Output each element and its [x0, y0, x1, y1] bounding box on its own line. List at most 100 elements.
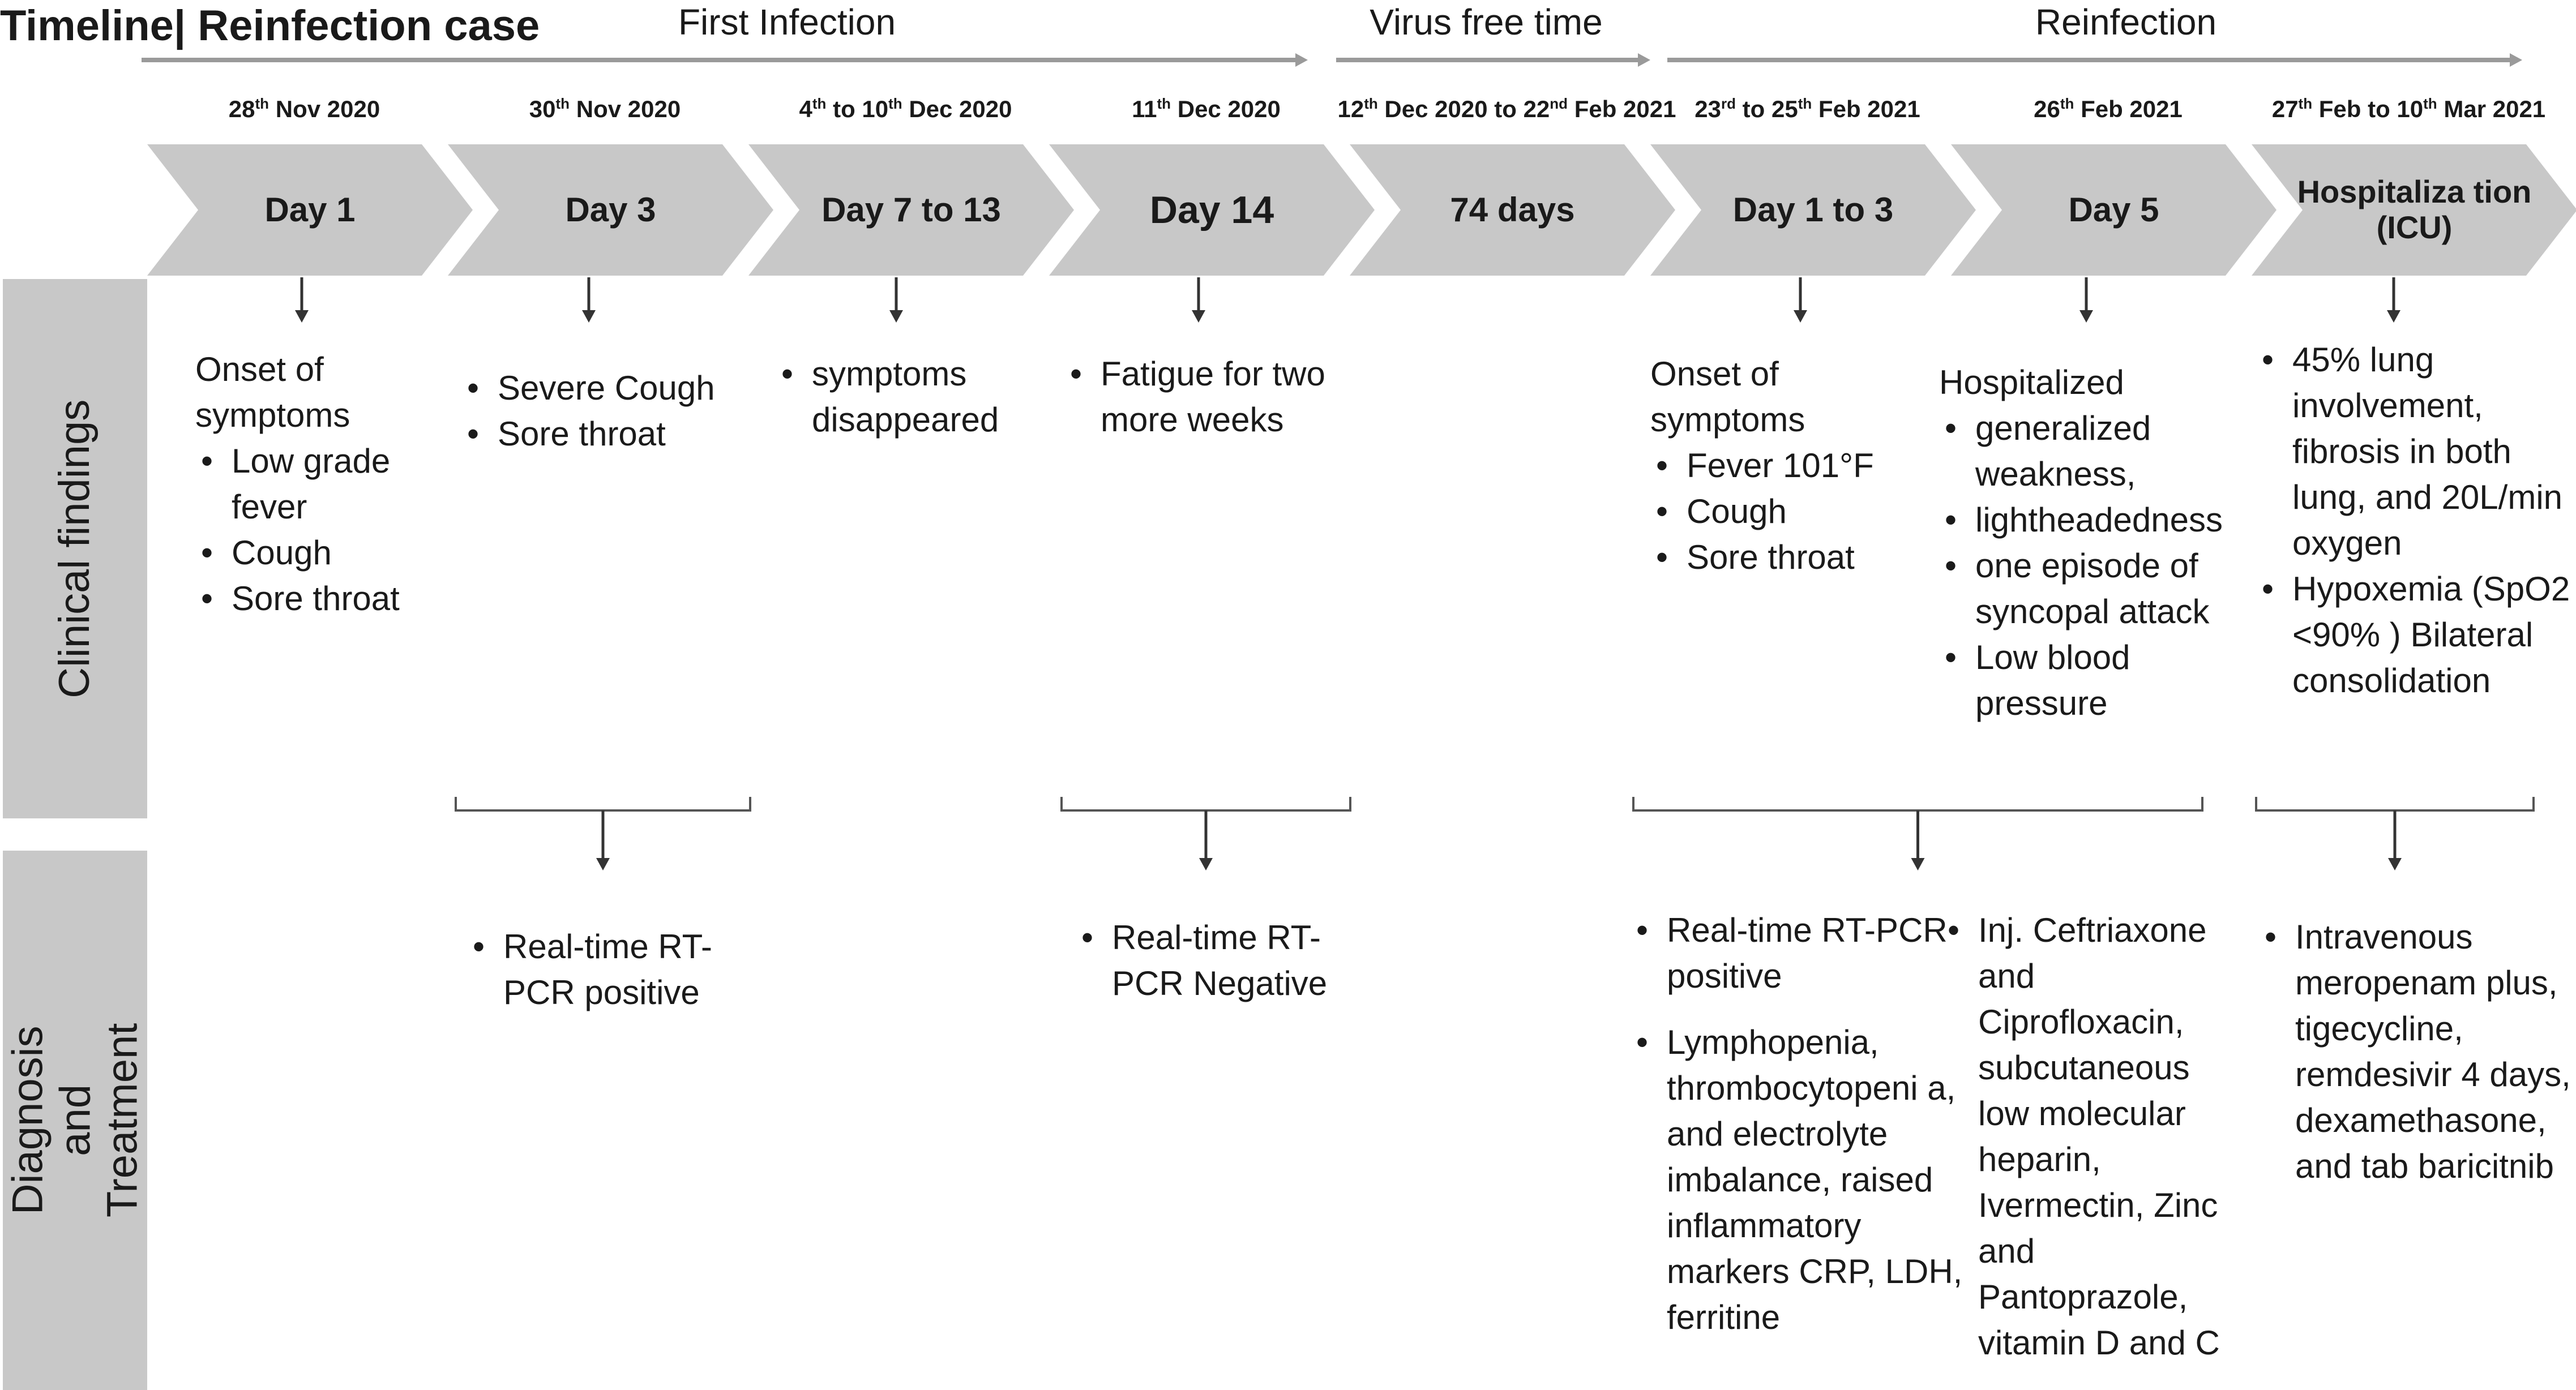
- bracket-2-arrow-head: [1199, 858, 1213, 870]
- date-text: Dec 2020: [902, 96, 1012, 122]
- bullet-item: lightheadedness: [1939, 497, 2245, 543]
- timeline-date-6: 23rd to 25th Feb 2021: [1694, 95, 1920, 123]
- date-text: Dec 2020 to 22: [1377, 96, 1550, 122]
- clinical-cell-1: Onset of symptomsLow grade feverCoughSor…: [195, 346, 433, 621]
- bullet-item: Low blood pressure: [1939, 634, 2245, 726]
- timeline-date-5: 12th Dec 2020 to 22nd Feb 2021: [1338, 95, 1676, 123]
- bullet-item: Low grade fever: [195, 438, 433, 530]
- date-text: Feb 2021: [1568, 96, 1676, 122]
- chevron-5: [1350, 144, 1675, 276]
- phase-arrow-first-head: [1295, 53, 1308, 67]
- date-text: 11: [1132, 96, 1157, 122]
- bracket-4: [2255, 797, 2535, 812]
- cell-intro: Hospitalized: [1939, 363, 2124, 401]
- date-ordinal-suffix: th: [2060, 95, 2074, 112]
- chevron-label-3: Day 7 to 13: [821, 191, 1001, 229]
- bullet-list: Real-time RT-PCR Negative: [1076, 915, 1370, 1006]
- chevron-label-4: Day 14: [1149, 188, 1274, 231]
- bullet-item: 45% lung involvement, fibrosis in both l…: [2256, 337, 2573, 566]
- chevron-label-7: Day 5: [2068, 191, 2159, 229]
- date-text: Feb to 10: [2312, 96, 2424, 122]
- date-ordinal-suffix: nd: [1550, 95, 1568, 112]
- date-text: Feb 2021: [1812, 96, 1920, 122]
- clinical-arrow-6-head: [2079, 310, 2093, 323]
- timeline-date-1: 28th Nov 2020: [229, 95, 380, 123]
- bullet-item: Sore throat: [195, 576, 433, 621]
- date-text: 12: [1337, 96, 1364, 122]
- phase-arrows: [142, 53, 2522, 67]
- bullet-item: Fever 101°F: [1650, 443, 1922, 488]
- date-text: to 10: [826, 96, 889, 122]
- clinical-cell-7: Hospitalized generalized weakness,lighthe…: [1939, 359, 2245, 726]
- chevron-1: [147, 144, 473, 276]
- timeline-date-2: 30th Nov 2020: [529, 95, 681, 123]
- clinical-findings-label: Clinical findings: [50, 399, 99, 698]
- date-ordinal-suffix: th: [555, 95, 570, 112]
- bracket-1-arrow-head: [596, 858, 610, 870]
- date-ordinal-suffix: th: [1364, 95, 1378, 112]
- clinical-arrow-2-head: [582, 310, 596, 323]
- date-text: 30: [529, 96, 556, 122]
- date-text: Nov 2020: [269, 96, 380, 122]
- bullet-item: Hypoxemia (SpO2 <90% ) Bilateral consoli…: [2256, 566, 2573, 703]
- timeline-date-8: 27th Feb to 10th Mar 2021: [2272, 95, 2545, 123]
- clinical-arrow-5-head: [1794, 310, 1807, 323]
- bullet-list: 45% lung involvement, fibrosis in both l…: [2256, 337, 2573, 703]
- date-ordinal-suffix: rd: [1721, 95, 1736, 112]
- bullet-list: Fever 101°FCoughSore throat: [1650, 443, 1922, 580]
- chevron-label-5: 74 days: [1450, 191, 1575, 229]
- bullet-item: symptoms disappeared: [776, 351, 1059, 443]
- bracket-2: [1060, 797, 1351, 812]
- diagnosis-cell-1: Real-time RT-PCR positive: [467, 924, 761, 1015]
- phase-arrow-reinfection-head: [2510, 53, 2522, 67]
- date-ordinal-suffix: th: [1798, 95, 1812, 112]
- diagnosis-treatment-label: Diagnosis and Treatment: [3, 1023, 147, 1218]
- clinical-findings-band: [3, 279, 147, 818]
- date-text: 4: [799, 96, 812, 122]
- date-text: 23: [1694, 96, 1722, 122]
- bullet-list: Fatigue for two more weeks: [1064, 351, 1347, 443]
- date-text: 26: [2034, 96, 2060, 122]
- bullet-list: Intravenous meropenam plus, tigecycline,…: [2259, 914, 2576, 1189]
- date-text: Dec 2020: [1171, 96, 1281, 122]
- chevron-6: [1650, 144, 1976, 276]
- chevron-label-1: Day 1: [264, 191, 356, 229]
- diagram-title: Timeline| Reinfection case: [0, 2, 540, 50]
- bracket-3: [1632, 797, 2203, 812]
- clinical-findings-label-wrap: Clinical findings: [3, 279, 147, 818]
- connector-arrows: [295, 277, 2535, 870]
- date-text: Nov 2020: [570, 96, 681, 122]
- date-ordinal-suffix: th: [2423, 95, 2437, 112]
- bracket-4-arrow-head: [2388, 858, 2402, 870]
- chevron-3: [748, 144, 1074, 276]
- bullet-list: Severe CoughSore throat: [461, 365, 744, 457]
- cell-intro: Onset of symptoms: [1650, 355, 1805, 439]
- clinical-arrow-4-head: [1192, 310, 1205, 323]
- bracket-3-arrow-head: [1911, 858, 1925, 870]
- chevron-label-8: Hospitaliza tion (ICU): [2297, 174, 2532, 245]
- bullet-list: generalized weakness,lightheadednessone …: [1939, 405, 2245, 726]
- chevron-4: [1049, 144, 1375, 276]
- date-ordinal-suffix: th: [888, 95, 902, 112]
- diagnosis-cell-5: Intravenous meropenam plus, tigecycline,…: [2259, 914, 2576, 1189]
- bullet-item: Lymphopenia, thrombocytopeni a, and elec…: [1631, 1019, 1982, 1340]
- phase-label-reinfection: Reinfection: [2035, 2, 2217, 42]
- date-text: Mar 2021: [2437, 96, 2546, 122]
- date-ordinal-suffix: th: [812, 95, 827, 112]
- bullet-item: one episode of syncopal attack: [1939, 543, 2245, 634]
- date-text: to 25: [1736, 96, 1798, 122]
- cell-intro: Onset of symptoms: [195, 350, 350, 434]
- bullet-item: Real-time RT-PCR positive: [1631, 907, 1982, 999]
- chevron-8: [2252, 144, 2576, 276]
- date-text: 27: [2271, 96, 2299, 122]
- bullet-list: Low grade feverCoughSore throat: [195, 438, 433, 621]
- chevron-2: [448, 144, 773, 276]
- clinical-cell-4: Fatigue for two more weeks: [1064, 351, 1347, 443]
- date-ordinal-suffix: th: [2298, 95, 2313, 112]
- bullet-item: Inj. Ceftriaxone and Ciprofloxacin, subc…: [1942, 907, 2248, 1366]
- date-text: 28: [228, 96, 255, 122]
- clinical-arrow-3-head: [889, 310, 903, 323]
- date-text: Feb 2021: [2074, 96, 2183, 122]
- bullet-item: Sore throat: [461, 411, 744, 457]
